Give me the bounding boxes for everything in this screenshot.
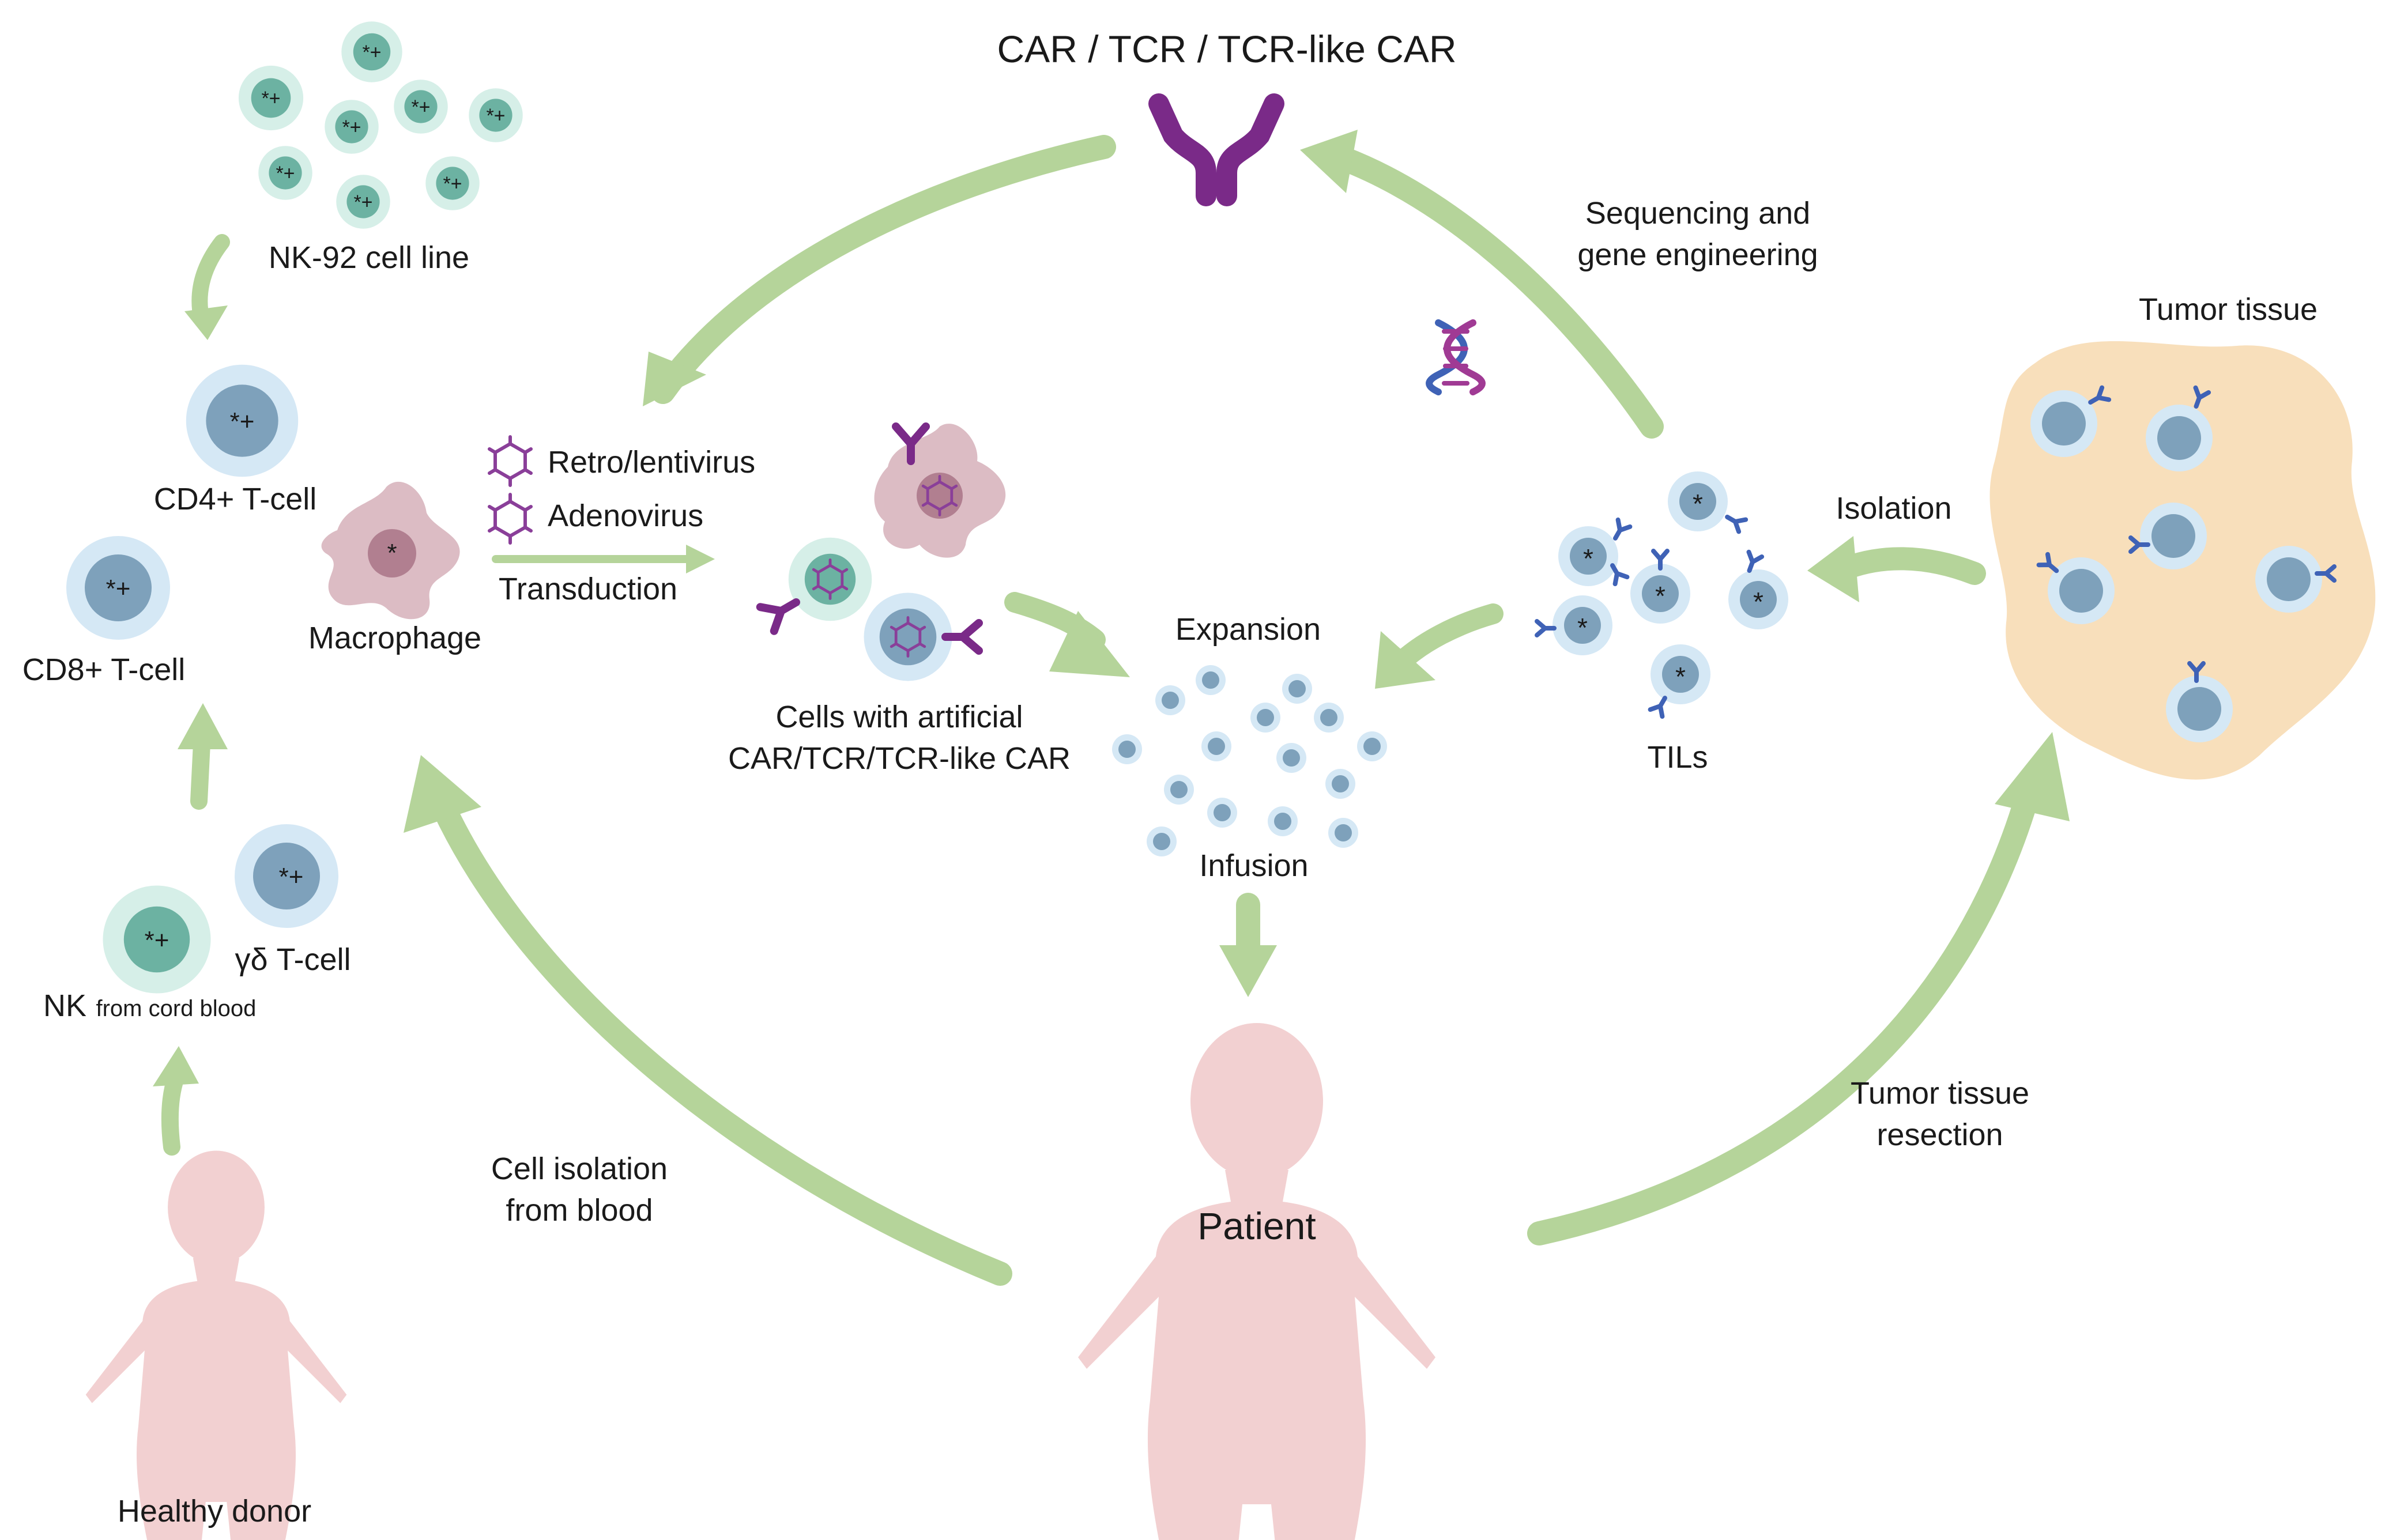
svg-text:*+: *+ bbox=[279, 863, 304, 891]
arrow-patient-to-tumor-head bbox=[1995, 732, 2070, 821]
patient-figure bbox=[1078, 1023, 1435, 1540]
engineered-macrophage bbox=[874, 424, 1006, 558]
arrow-patient-to-tumor bbox=[1527, 777, 2041, 1245]
svg-text:*: * bbox=[387, 539, 397, 567]
tils-label: TILs bbox=[1647, 740, 1708, 775]
svg-text:*+: *+ bbox=[230, 407, 255, 436]
arrow-nk92-to-cd4-head bbox=[184, 305, 228, 340]
expansion-cells bbox=[1112, 665, 1387, 856]
arrow-tils-to-receptor bbox=[1331, 146, 1664, 439]
tils-cluster: * * * * * * bbox=[1537, 471, 1788, 716]
svg-text:*+: *+ bbox=[261, 88, 280, 110]
svg-text:*: * bbox=[1583, 543, 1593, 573]
engineered-label-1: Cells with artificial bbox=[775, 700, 1023, 734]
svg-text:*+: *+ bbox=[443, 173, 462, 195]
receptor-label: CAR / TCR / TCR-like CAR bbox=[997, 28, 1457, 70]
cell-isolation-label-2: from blood bbox=[506, 1193, 653, 1228]
arrows bbox=[153, 130, 2070, 1286]
transduction-label: Transduction bbox=[499, 572, 677, 606]
nk92-label: NK-92 cell line bbox=[269, 240, 469, 275]
arrow-cells-to-expansion-head bbox=[1049, 611, 1130, 677]
svg-text:*: * bbox=[1655, 581, 1665, 611]
engineered-receptor-nk bbox=[756, 598, 800, 635]
arrow-receptor-to-sources bbox=[651, 135, 1116, 404]
retrovirus-icon bbox=[489, 437, 531, 485]
svg-text:*+: *+ bbox=[106, 575, 131, 603]
engineered-label-2: CAR/TCR/TCR-like CAR bbox=[728, 741, 1071, 776]
isolation-label: Isolation bbox=[1836, 491, 1951, 526]
infusion-label: Infusion bbox=[1199, 848, 1308, 883]
engineered-t-cell bbox=[864, 592, 952, 681]
expansion-label: Expansion bbox=[1175, 612, 1321, 647]
arrow-tils-to-expansion bbox=[1396, 603, 1504, 667]
engineered-nk-cell bbox=[788, 537, 872, 621]
nk-cord-label: NK from cord blood bbox=[43, 988, 256, 1023]
svg-text:*+: *+ bbox=[276, 163, 295, 184]
arrow-donor-to-nk-head bbox=[153, 1046, 199, 1086]
svg-text:*: * bbox=[1675, 662, 1686, 692]
sequencing-label-2: gene engineering bbox=[1577, 237, 1818, 272]
healthy-donor-figure bbox=[85, 1150, 347, 1540]
healthy-donor-label: Healthy donor bbox=[118, 1494, 311, 1528]
adenovirus-icon bbox=[489, 495, 531, 543]
receptor-icon bbox=[1148, 93, 1284, 206]
arrow-gd-to-cd8 bbox=[190, 735, 210, 810]
macrophage-cell: * bbox=[321, 481, 460, 620]
cd8-label: CD8+ T-cell bbox=[22, 652, 186, 687]
resection-label-2: resection bbox=[1876, 1118, 2003, 1152]
svg-text:*+: *+ bbox=[145, 926, 169, 954]
engineered-receptor-top bbox=[892, 422, 930, 465]
cd4-label: CD4+ T-cell bbox=[154, 482, 317, 516]
arrow-gd-to-cd8-head bbox=[178, 703, 228, 749]
svg-text:*+: *+ bbox=[486, 105, 505, 127]
svg-text:*: * bbox=[1753, 587, 1764, 617]
arrow-infusion-to-patient-head bbox=[1219, 945, 1277, 997]
svg-text:*: * bbox=[1693, 489, 1703, 519]
arrow-patient-to-sources-head bbox=[404, 755, 481, 833]
svg-text:*+: *+ bbox=[353, 191, 372, 213]
nk-suffix: from cord blood bbox=[96, 996, 256, 1021]
tumor-tissue-label: Tumor tissue bbox=[2139, 292, 2318, 327]
svg-text:*+: *+ bbox=[411, 96, 430, 118]
arrow-tumor-to-tils bbox=[1836, 547, 1986, 585]
arrow-tils-to-receptor-head bbox=[1300, 130, 1358, 193]
resection-label-1: Tumor tissue bbox=[1851, 1076, 2029, 1111]
svg-text:*+: *+ bbox=[362, 41, 381, 63]
arrow-tumor-to-tils-head bbox=[1807, 536, 1859, 602]
arrow-donor-to-nk bbox=[161, 1069, 184, 1156]
svg-text:*: * bbox=[1577, 613, 1588, 643]
adeno-label: Adenovirus bbox=[548, 499, 703, 533]
svg-text:*+: *+ bbox=[342, 116, 361, 138]
arrow-tils-to-expansion-head bbox=[1375, 631, 1435, 689]
engineered-receptor-t bbox=[941, 619, 983, 655]
nk-prefix: NK bbox=[43, 988, 86, 1023]
macrophage-label: Macrophage bbox=[308, 621, 481, 655]
arrow-patient-to-sources bbox=[426, 783, 1012, 1286]
dna-icon bbox=[1426, 319, 1486, 395]
nk92-cluster: *+ *+ *+ *+ *+ *+ *+ *+ bbox=[238, 21, 523, 229]
gd-label: γδ T-cell bbox=[235, 942, 351, 977]
sequencing-label-1: Sequencing and bbox=[1585, 196, 1810, 231]
arrow-receptor-to-sources-head bbox=[643, 352, 706, 406]
cell-isolation-label-1: Cell isolation bbox=[491, 1152, 668, 1186]
arrow-transduction-head bbox=[686, 545, 715, 573]
retro-label: Retro/lentivirus bbox=[548, 445, 755, 480]
patient-label: Patient bbox=[1197, 1205, 1316, 1247]
